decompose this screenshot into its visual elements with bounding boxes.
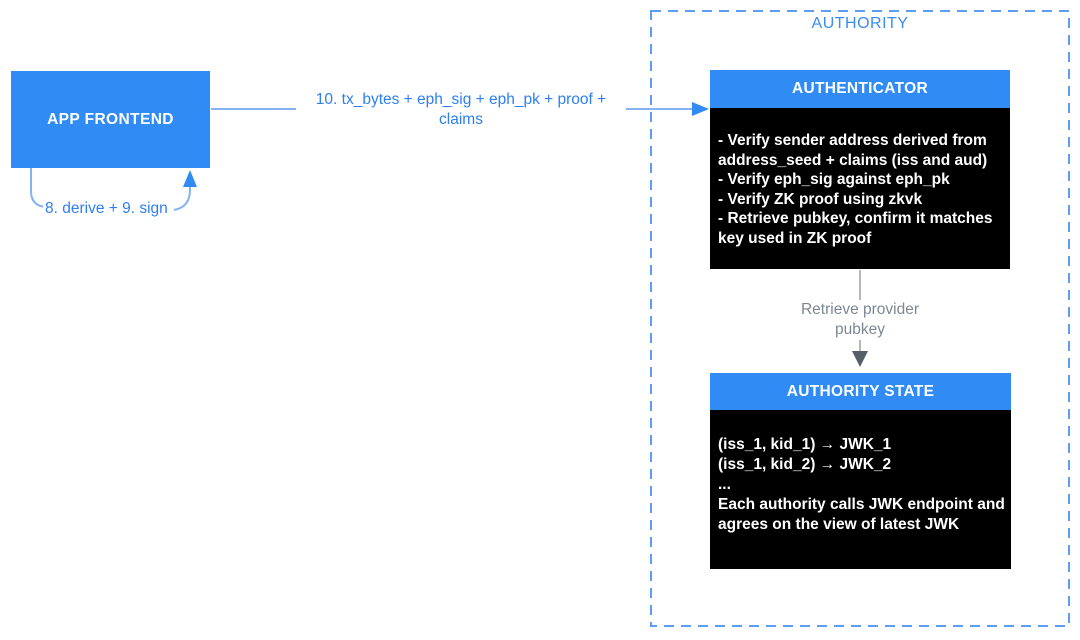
authenticator-item: - Verify eph_sig against eph_pk <box>718 171 950 188</box>
retrieve-arrowhead <box>852 351 868 367</box>
authority-state-node: AUTHORITY STATE (iss_1, kid_1) → JWK_1 (… <box>710 373 1011 569</box>
app-frontend-node: APP FRONTEND <box>11 71 210 168</box>
authority-state-header: AUTHORITY STATE <box>710 373 1011 410</box>
app-frontend-label: APP FRONTEND <box>47 110 174 128</box>
authenticator-title: AUTHENTICATOR <box>792 80 928 97</box>
authority-state-item: (iss_1, kid_1) → JWK_1 <box>718 436 892 453</box>
authority-state-body: (iss_1, kid_1) → JWK_1 (iss_1, kid_2) → … <box>710 410 1011 569</box>
self-loop-path-right <box>173 186 191 211</box>
authenticator-item: - Verify ZK proof using zkvk <box>718 190 923 208</box>
authenticator-node: AUTHENTICATOR - Verify sender address de… <box>710 70 1010 269</box>
authority-state-item: (iss_1, kid_2) → JWK_2 <box>718 456 892 473</box>
request-arrowhead <box>692 102 709 116</box>
request-arrow-label: 10. tx_bytes + eph_sig + eph_pk + proof … <box>296 90 626 130</box>
authority-state-title: AUTHORITY STATE <box>786 382 935 400</box>
retrieve-arrow-label: Retrieve provider pubkey <box>785 300 935 340</box>
authenticator-item: - Retrieve pubkey, confirm it matches ke… <box>718 210 993 247</box>
authenticator-header: AUTHENTICATOR <box>710 70 1010 108</box>
authority-state-item: ... <box>718 476 731 493</box>
authority-group-border <box>650 10 1070 627</box>
authenticator-item: - Verify sender address derived from add… <box>718 132 988 169</box>
authority-state-item: Each authority calls JWK endpoint and ag… <box>718 496 1005 533</box>
self-loop-label: 8. derive + 9. sign <box>43 199 170 219</box>
authority-group-title: AUTHORITY <box>811 15 909 32</box>
authenticator-body: - Verify sender address derived from add… <box>710 108 1010 269</box>
self-loop-arrowhead <box>183 170 197 187</box>
